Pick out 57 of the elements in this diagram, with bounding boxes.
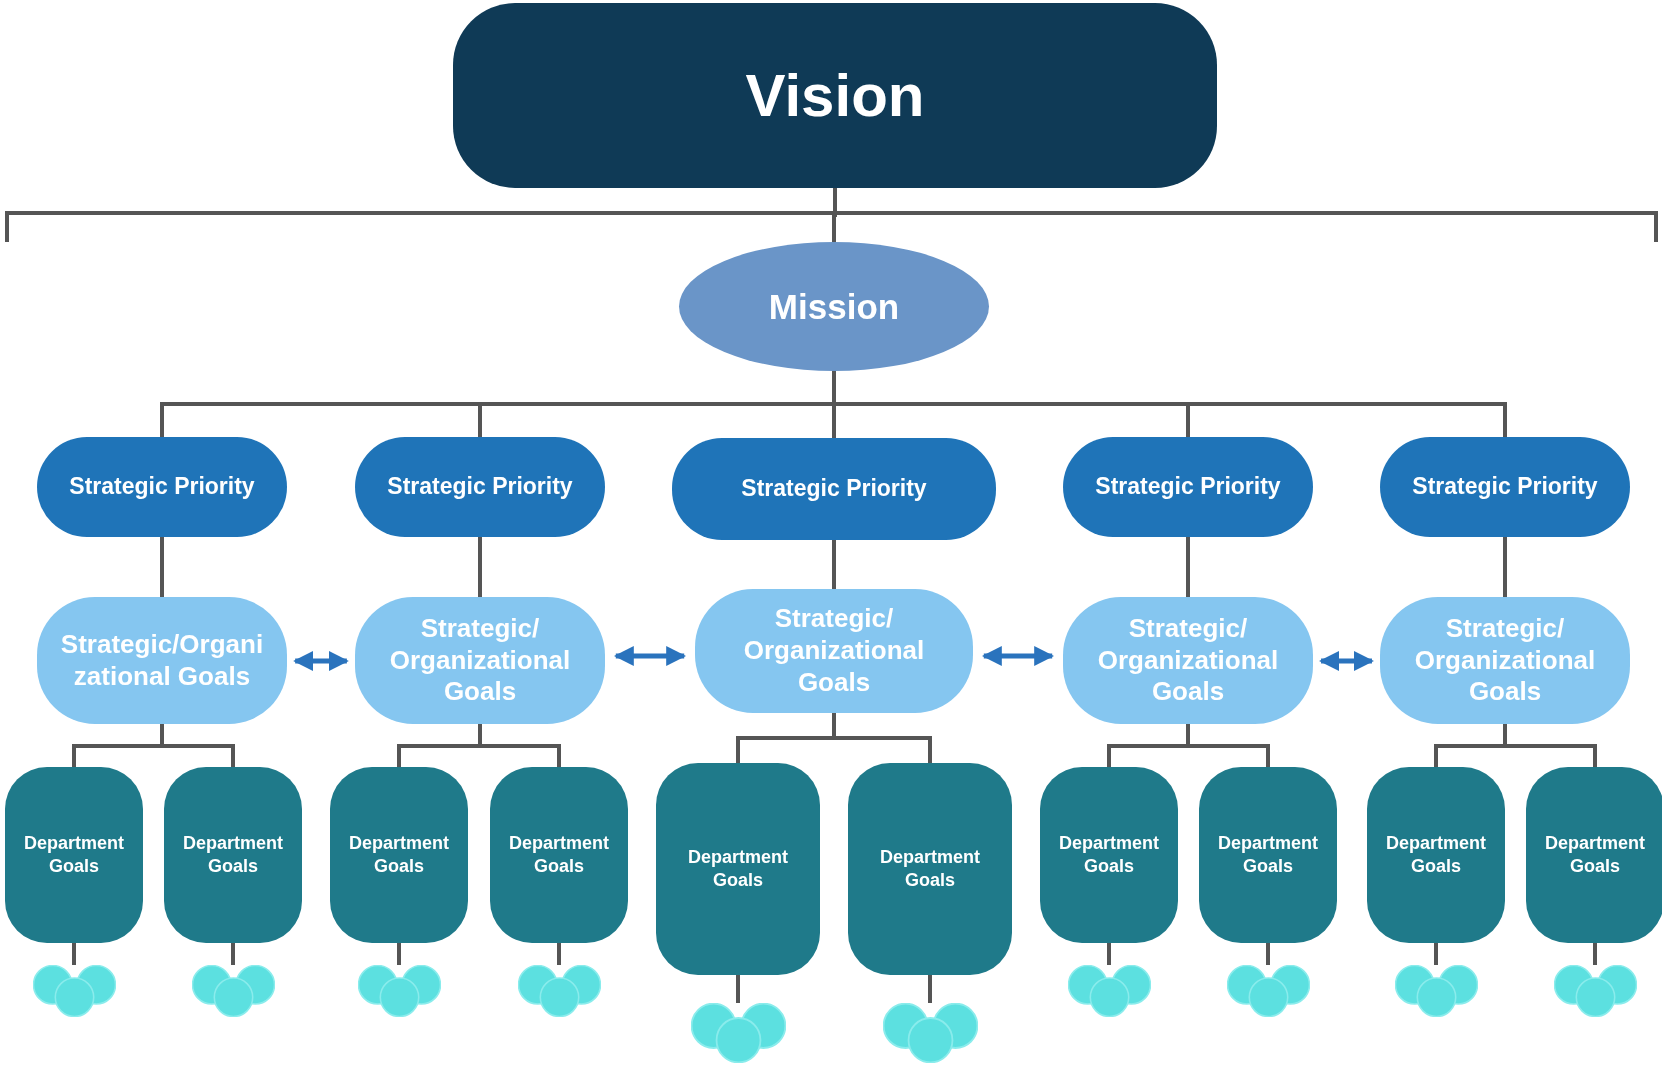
department-box: Department Goals <box>656 763 820 975</box>
connector-line <box>72 943 76 965</box>
vision-box: Vision <box>453 3 1217 188</box>
circle-cluster-icon <box>1553 965 1637 1017</box>
double-arrow <box>613 646 687 666</box>
department-box: Department Goals <box>5 767 143 943</box>
connector-line <box>160 724 235 767</box>
priority-box: Strategic Priority <box>37 437 287 537</box>
connector-line <box>478 537 482 597</box>
connector-line <box>736 975 740 1003</box>
double-arrow <box>981 646 1055 666</box>
connector-line <box>832 540 836 589</box>
connector-line <box>832 713 932 763</box>
connector-line <box>1593 943 1597 965</box>
circle-cluster-icon <box>1067 965 1151 1017</box>
circle-cluster-icon <box>690 1003 786 1063</box>
circle-cluster-icon <box>517 965 601 1017</box>
circle-cluster-icon <box>191 965 275 1017</box>
department-box: Department Goals <box>1367 767 1505 943</box>
connector-line <box>832 188 837 242</box>
connector-line <box>928 975 932 1003</box>
priority-box: Strategic Priority <box>1380 437 1630 537</box>
goals-box: Strategic/ Organizational Goals <box>355 597 605 724</box>
connector-line <box>1107 943 1111 965</box>
connector-line <box>1186 537 1190 597</box>
goals-box: Strategic/ Organizational Goals <box>1063 597 1313 724</box>
department-box: Department Goals <box>1526 767 1662 943</box>
circle-cluster-icon <box>32 965 116 1017</box>
circle-cluster-icon <box>882 1003 978 1063</box>
goals-box: Strategic/ Organizational Goals <box>695 589 973 713</box>
connector-line <box>160 537 164 597</box>
connector-line <box>1434 943 1438 965</box>
priority-box: Strategic Priority <box>672 438 996 540</box>
department-box: Department Goals <box>1199 767 1337 943</box>
connector-line <box>1503 537 1507 597</box>
mission-ellipse: Mission <box>679 242 989 371</box>
department-box: Department Goals <box>490 767 628 943</box>
connector-line <box>231 943 235 965</box>
connector-line <box>478 724 561 767</box>
connector-line <box>1503 724 1597 767</box>
department-box: Department Goals <box>164 767 302 943</box>
double-arrow <box>293 651 349 671</box>
double-arrow <box>1319 651 1374 671</box>
goals-box: Strategic/Organi zational Goals <box>37 597 287 724</box>
connector-line <box>557 943 561 965</box>
department-box: Department Goals <box>330 767 468 943</box>
department-box: Department Goals <box>848 763 1012 975</box>
circle-cluster-icon <box>357 965 441 1017</box>
connector-line <box>397 943 401 965</box>
priority-box: Strategic Priority <box>355 437 605 537</box>
circle-cluster-icon <box>1226 965 1310 1017</box>
connector-line <box>1186 724 1270 767</box>
connector-line <box>1266 943 1270 965</box>
circle-cluster-icon <box>1394 965 1478 1017</box>
priority-box: Strategic Priority <box>1063 437 1313 537</box>
goals-box: Strategic/ Organizational Goals <box>1380 597 1630 724</box>
department-box: Department Goals <box>1040 767 1178 943</box>
